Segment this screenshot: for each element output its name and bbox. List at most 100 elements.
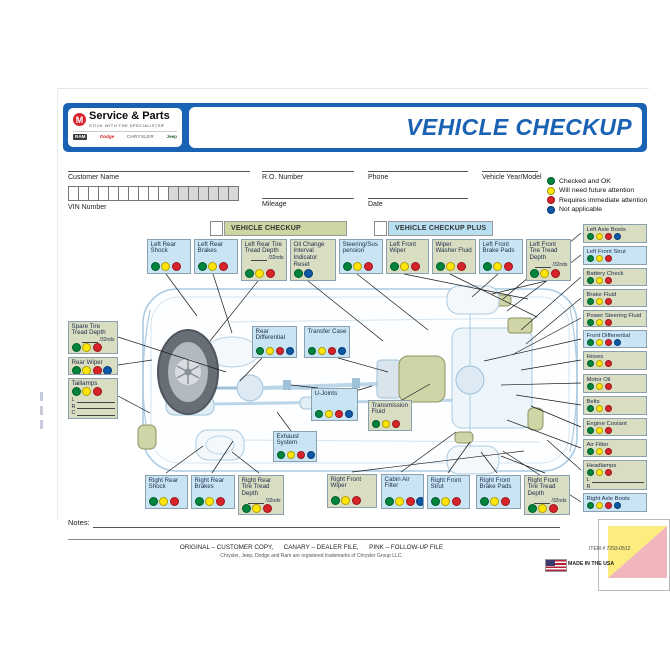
vehicle-year-model-input-line[interactable] bbox=[482, 171, 538, 172]
date-input-line[interactable] bbox=[368, 198, 468, 199]
status-dot-yellow[interactable] bbox=[208, 262, 217, 271]
status-dot-yellow[interactable] bbox=[595, 404, 603, 413]
status-dot-red[interactable] bbox=[500, 497, 510, 506]
status-dot-blue[interactable] bbox=[337, 346, 346, 355]
status-dot-red[interactable] bbox=[334, 409, 343, 418]
mileage-input-line[interactable] bbox=[262, 198, 354, 199]
status-dot-green[interactable] bbox=[255, 346, 264, 355]
status-dot-green[interactable] bbox=[71, 387, 81, 397]
status-dot-red[interactable] bbox=[92, 342, 102, 352]
status-dot-yellow[interactable] bbox=[381, 419, 390, 428]
status-dot-red[interactable] bbox=[604, 338, 612, 347]
status-dot-green[interactable] bbox=[150, 262, 160, 271]
status-dot-yellow[interactable] bbox=[395, 497, 404, 506]
status-dot-red[interactable] bbox=[604, 318, 612, 326]
status-dot-red[interactable] bbox=[550, 269, 560, 278]
status-dot-yellow[interactable] bbox=[341, 496, 350, 505]
tread-depth-write-in[interactable]: /32nds bbox=[245, 255, 284, 261]
status-dot-green[interactable] bbox=[482, 262, 492, 271]
status-dot-red[interactable] bbox=[92, 366, 102, 374]
status-dot-green[interactable] bbox=[71, 366, 81, 374]
status-dot-red[interactable] bbox=[296, 450, 305, 459]
status-dot-red[interactable] bbox=[604, 232, 612, 241]
status-dot-red[interactable] bbox=[456, 262, 466, 271]
status-dot-red[interactable] bbox=[604, 404, 612, 413]
status-dot-green[interactable] bbox=[529, 269, 539, 278]
status-dot-yellow[interactable] bbox=[540, 269, 549, 278]
status-dot-green[interactable] bbox=[430, 497, 440, 506]
status-dot-yellow[interactable] bbox=[265, 346, 274, 355]
status-dot-red[interactable] bbox=[171, 262, 181, 271]
status-dot-green[interactable] bbox=[276, 450, 285, 459]
status-dot-yellow[interactable] bbox=[317, 346, 326, 355]
status-dot-yellow[interactable] bbox=[82, 366, 91, 374]
status-dot-red[interactable] bbox=[604, 447, 612, 456]
status-dot-red[interactable] bbox=[265, 269, 275, 278]
status-dot-green[interactable] bbox=[586, 297, 594, 306]
status-dot-red[interactable] bbox=[351, 496, 361, 505]
tread-depth-write-in[interactable]: /32nds bbox=[242, 498, 281, 504]
status-dot-yellow[interactable] bbox=[595, 338, 603, 347]
status-dot-green[interactable] bbox=[586, 404, 594, 413]
status-dot-green[interactable] bbox=[330, 496, 340, 505]
status-dot-blue[interactable] bbox=[285, 346, 294, 355]
status-dot-yellow[interactable] bbox=[493, 262, 502, 271]
status-dot-red[interactable] bbox=[391, 419, 400, 428]
status-dot-red[interactable] bbox=[169, 497, 179, 506]
status-dot-yellow[interactable] bbox=[446, 262, 455, 271]
status-dot-red[interactable] bbox=[604, 276, 612, 285]
status-dot-green[interactable] bbox=[342, 262, 352, 271]
status-dot-yellow[interactable] bbox=[595, 468, 603, 477]
status-dot-yellow[interactable] bbox=[441, 497, 450, 506]
vin-cell-17[interactable] bbox=[228, 186, 239, 201]
status-dot-red[interactable] bbox=[503, 262, 513, 271]
status-dot-yellow[interactable] bbox=[538, 503, 547, 513]
status-dot-red[interactable] bbox=[215, 497, 225, 506]
status-dot-red[interactable] bbox=[604, 382, 612, 391]
status-dot-green[interactable] bbox=[586, 254, 594, 263]
status-dot-yellow[interactable] bbox=[82, 387, 91, 397]
status-dot-yellow[interactable] bbox=[205, 497, 214, 506]
status-dot-red[interactable] bbox=[410, 262, 420, 271]
status-dot-green[interactable] bbox=[586, 501, 594, 510]
status-dot-green[interactable] bbox=[241, 503, 251, 513]
status-dot-green[interactable] bbox=[148, 497, 158, 506]
status-dot-yellow[interactable] bbox=[595, 359, 603, 368]
status-dot-yellow[interactable] bbox=[595, 318, 603, 326]
status-dot-blue[interactable] bbox=[613, 338, 621, 347]
notes-input-line[interactable] bbox=[93, 527, 560, 528]
tread-depth-write-in[interactable]: /32nds bbox=[530, 262, 568, 268]
status-dot-green[interactable] bbox=[527, 503, 537, 513]
status-dot-green[interactable] bbox=[307, 346, 316, 355]
status-dot-red[interactable] bbox=[327, 346, 336, 355]
status-dot-yellow[interactable] bbox=[161, 262, 170, 271]
status-dot-red[interactable] bbox=[405, 497, 415, 506]
status-dot-red[interactable] bbox=[262, 503, 272, 513]
status-dot-yellow[interactable] bbox=[595, 382, 603, 391]
status-dot-green[interactable] bbox=[586, 468, 594, 477]
lamp-write-in-c[interactable]: C bbox=[72, 410, 115, 417]
status-dot-green[interactable] bbox=[586, 447, 594, 456]
status-dot-green[interactable] bbox=[293, 269, 303, 278]
status-dot-red[interactable] bbox=[604, 501, 612, 510]
status-dot-green[interactable] bbox=[479, 497, 489, 506]
lamp-write-in-r[interactable]: R bbox=[72, 404, 115, 411]
status-dot-blue[interactable] bbox=[306, 450, 315, 459]
status-dot-red[interactable] bbox=[604, 254, 612, 263]
tread-depth-write-in[interactable]: /32nds bbox=[72, 337, 115, 343]
status-dot-red[interactable] bbox=[275, 346, 284, 355]
status-dot-yellow[interactable] bbox=[595, 501, 603, 510]
customer-name-input-line[interactable] bbox=[68, 171, 250, 172]
status-dot-red[interactable] bbox=[451, 497, 461, 506]
status-dot-red[interactable] bbox=[363, 262, 373, 271]
status-dot-blue[interactable] bbox=[613, 501, 621, 510]
status-dot-yellow[interactable] bbox=[159, 497, 168, 506]
status-dot-yellow[interactable] bbox=[82, 342, 91, 352]
phone-input-line[interactable] bbox=[368, 171, 468, 172]
lamp-write-in-r[interactable]: R bbox=[587, 484, 644, 489]
status-dot-yellow[interactable] bbox=[400, 262, 409, 271]
status-dot-red[interactable] bbox=[604, 426, 612, 435]
status-dot-red[interactable] bbox=[218, 262, 228, 271]
status-dot-yellow[interactable] bbox=[595, 447, 603, 456]
status-dot-yellow[interactable] bbox=[490, 497, 499, 506]
